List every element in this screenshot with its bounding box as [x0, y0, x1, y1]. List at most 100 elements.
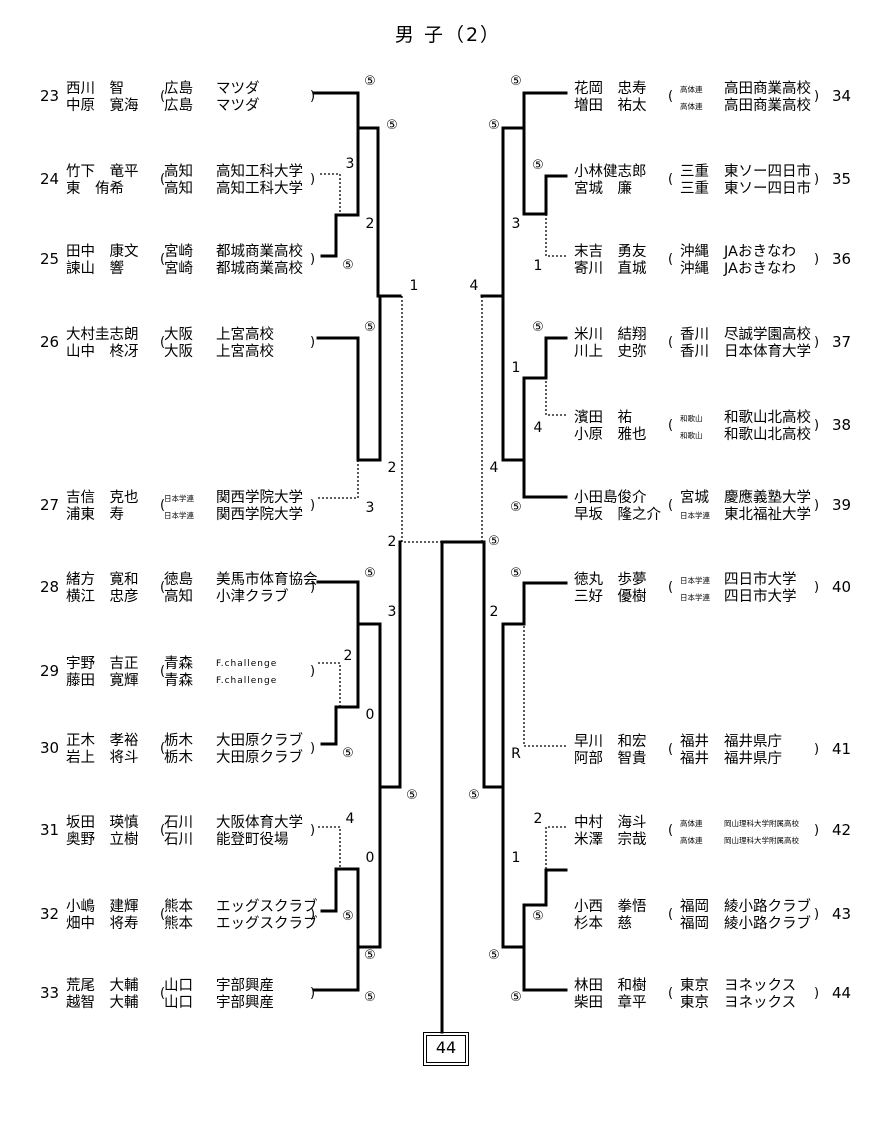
player-affiliation: マツダ — [216, 98, 260, 114]
close-paren: ) — [814, 335, 820, 350]
player-affiliation: 和歌山北高校 — [724, 410, 811, 426]
player-prefecture: 福岡 — [680, 916, 709, 932]
player-prefecture: 日本学連 — [164, 511, 194, 520]
player-line: 米川 結翔香川尽誠学園高校 — [574, 327, 811, 344]
player-name: 山中 柊冴 — [66, 344, 139, 360]
player-name: 小西 拳悟 — [574, 899, 647, 915]
player-name: 中村 海斗 — [574, 815, 647, 831]
player-name: 小林健志郎 — [574, 164, 647, 180]
player-affiliation: 都城商業高校 — [216, 261, 303, 277]
player-affiliation: 大阪体育大学 — [216, 815, 303, 831]
match-score: ⑤ — [510, 74, 522, 89]
open-paren: ( — [668, 742, 674, 757]
match-score: 4 — [469, 278, 479, 294]
player-line: 大村圭志朗大阪上宮高校 — [66, 327, 274, 344]
player-prefecture: 日本学連 — [680, 511, 710, 520]
close-paren: ) — [310, 172, 316, 187]
player-name: 濱田 祐 — [574, 410, 632, 426]
open-paren: ( — [668, 986, 674, 1001]
player-name: 末吉 勇友 — [574, 244, 647, 260]
player-affiliation: ヨネックス — [724, 995, 797, 1011]
player-prefecture: 大阪 — [164, 344, 193, 360]
close-paren: ) — [814, 89, 820, 104]
entry-number: 32 — [40, 905, 60, 923]
player-name: 東 侑希 — [66, 181, 124, 197]
player-line: 小西 拳悟福岡綾小路クラブ — [574, 899, 811, 916]
close-paren: ) — [814, 986, 820, 1001]
player-affiliation: 福井県庁 — [724, 751, 782, 767]
player-name: 畑中 将寿 — [66, 916, 139, 932]
player-name: 米川 結翔 — [574, 327, 647, 343]
match-score: 2 — [387, 460, 397, 476]
player-line: 林田 和樹東京ヨネックス — [574, 978, 796, 995]
entry-number: 42 — [832, 821, 852, 839]
player-line: 早坂 隆之介日本学連東北福祉大学 — [574, 507, 811, 524]
player-prefecture: 高体連 — [680, 102, 703, 111]
player-line: 花岡 忠寿高体連高田商業高校 — [574, 81, 811, 98]
player-affiliation: 綾小路クラブ — [724, 899, 811, 915]
player-affiliation: 四日市大学 — [724, 572, 797, 588]
player-affiliation: F.challenge — [216, 676, 278, 686]
player-affiliation: 上宮高校 — [216, 344, 274, 360]
close-paren: ) — [814, 580, 820, 595]
close-paren: ) — [310, 252, 316, 267]
close-paren: ) — [310, 823, 316, 838]
player-line: 三好 優樹日本学連四日市大学 — [574, 589, 797, 606]
player-line: 中原 寛海広島マツダ — [66, 98, 260, 115]
player-prefecture: 熊本 — [164, 899, 193, 915]
match-score: ⑤ — [364, 566, 376, 581]
match-score: 2 — [343, 648, 353, 664]
match-score: 1 — [511, 360, 521, 376]
player-line: 中村 海斗高体連岡山理科大学附属高校 — [574, 815, 799, 832]
player-line: 諫山 響宮崎都城商業高校 — [66, 261, 303, 278]
open-paren: ( — [668, 580, 674, 595]
player-affiliation: エッグスクラブ — [216, 916, 318, 932]
entry-number: 33 — [40, 984, 60, 1002]
player-affiliation: 大田原クラブ — [216, 750, 303, 766]
entry-number: 29 — [40, 662, 60, 680]
close-paren: ) — [814, 498, 820, 513]
close-paren: ) — [814, 418, 820, 433]
player-name: 岩上 将斗 — [66, 750, 139, 766]
entry-number: 41 — [832, 740, 852, 758]
player-name: 正木 孝裕 — [66, 733, 139, 749]
player-name: 柴田 章平 — [574, 995, 647, 1011]
player-line: 越智 大輔山口宇部興産 — [66, 995, 274, 1012]
entry-number: 23 — [40, 87, 60, 105]
player-prefecture: 宮崎 — [164, 261, 193, 277]
match-score: ⑤ — [342, 258, 354, 273]
player-name: 浦東 寿 — [66, 507, 124, 523]
match-score: ⑤ — [488, 118, 500, 133]
entry-number: 28 — [40, 578, 60, 596]
player-line: 小田島俊介宮城慶應義塾大学 — [574, 490, 811, 507]
player-prefecture: 大阪 — [164, 327, 193, 343]
match-score: ⑤ — [510, 990, 522, 1005]
close-paren: ) — [814, 172, 820, 187]
player-name: 緒方 寛和 — [66, 572, 139, 588]
player-name: 荒尾 大輔 — [66, 978, 139, 994]
player-line: 坂田 瑛慎石川大阪体育大学 — [66, 815, 303, 832]
player-prefecture: 広島 — [164, 98, 193, 114]
entry-number: 43 — [832, 905, 852, 923]
open-paren: ( — [668, 907, 674, 922]
match-score: ⑤ — [364, 320, 376, 335]
entry-number: 30 — [40, 739, 60, 757]
player-prefecture: 沖縄 — [680, 244, 709, 260]
close-paren: ) — [814, 823, 820, 838]
entry-number: 31 — [40, 821, 60, 839]
player-line: 小林健志郎三重東ソー四日市 — [574, 164, 811, 181]
entry-number: 40 — [832, 578, 852, 596]
open-paren: ( — [668, 823, 674, 838]
match-score: 4 — [533, 420, 543, 436]
player-line: 竹下 竜平高知高知工科大学 — [66, 164, 303, 181]
player-name: 花岡 忠寿 — [574, 81, 647, 97]
player-line: 阿部 智貴福井福井県庁 — [574, 751, 782, 768]
match-score: 2 — [365, 216, 375, 232]
match-score: ⑤ — [342, 909, 354, 924]
player-name: 竹下 竜平 — [66, 164, 139, 180]
player-name: 米澤 宗哉 — [574, 832, 647, 848]
player-prefecture: 和歌山 — [680, 431, 703, 440]
player-prefecture: 石川 — [164, 815, 193, 831]
player-name: 西川 智 — [66, 81, 124, 97]
